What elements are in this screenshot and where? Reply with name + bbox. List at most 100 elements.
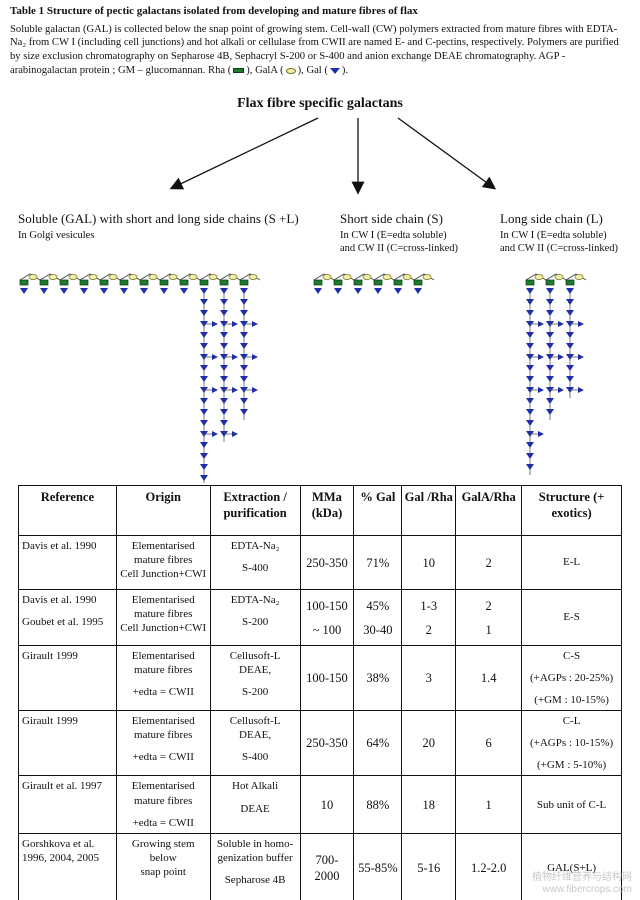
gala-oval-icon <box>382 274 392 280</box>
rha-square-icon <box>159 279 169 286</box>
gal-triangle-icon <box>546 332 554 338</box>
header-structure: Structure (+ exotics) <box>521 485 622 536</box>
cell-mma: 700-2000 <box>299 832 355 900</box>
cell-galrha: 20 <box>401 710 457 777</box>
extraction-line: Cellusoft-L <box>229 715 281 728</box>
gal-triangle-icon <box>200 288 208 294</box>
header-galarha: GalA/Rha <box>455 485 523 536</box>
gal-triangle-icon <box>232 321 238 327</box>
value: Sub unit of C-L <box>536 798 607 811</box>
extraction-line: DEAE, <box>239 664 272 677</box>
cell-gal: 45% 30-40 <box>353 589 403 646</box>
value: E-S <box>563 611 580 624</box>
cell-reference: Girault 1999 <box>18 710 117 777</box>
extraction-line: Hot Alkali <box>232 780 279 793</box>
cell-galarha: 1 <box>455 775 523 834</box>
value: 700-2000 <box>314 852 340 883</box>
gal-triangle-icon <box>80 288 88 294</box>
gal-triangle-icon <box>546 398 554 404</box>
cell-structure: C-L (+AGPs : 10-15%) (+GM : 5-10%) <box>521 710 622 777</box>
cell-mma: 100-150 <box>299 644 355 712</box>
gal-triangle-icon <box>220 420 228 426</box>
gala-oval-icon <box>402 274 412 280</box>
value: 71% <box>366 555 390 570</box>
rha-square-icon <box>139 279 149 286</box>
cell-reference: Girault 1999 <box>18 644 117 712</box>
value: 1 <box>485 797 492 812</box>
watermark-line: www.fibercrops.com <box>542 884 632 895</box>
origin-line: mature fibres <box>134 729 193 742</box>
origin-line: snap point <box>140 865 186 878</box>
gala-oval-icon <box>168 274 178 280</box>
ref-line: Davis et al. 1990 <box>22 594 97 606</box>
gal-triangle-icon <box>546 310 554 316</box>
gal-triangle-icon <box>200 420 208 426</box>
gal-triangle-icon <box>200 442 208 448</box>
cell-origin: Elementarised mature fibres Cell Junctio… <box>115 535 211 590</box>
rha-square-icon <box>79 279 89 286</box>
gal-triangle-icon <box>200 453 208 459</box>
gal-triangle-icon <box>538 354 544 360</box>
gal-triangle-icon <box>232 387 238 393</box>
cell-structure: GAL(S+L) <box>521 832 622 900</box>
ref-line: Gorshkova et al. <box>22 837 95 850</box>
gal-triangle-icon <box>100 288 108 294</box>
cell-gal: 71% <box>353 535 403 590</box>
legend-end: ). <box>341 65 349 77</box>
extraction-line: DEAE <box>240 802 270 815</box>
extraction-line: Cellusoft-L <box>229 650 281 662</box>
value: 45% <box>366 598 390 613</box>
cell-gal: 88% <box>353 775 403 834</box>
gal-triangle-icon <box>546 288 554 294</box>
gala-oval-icon <box>108 274 118 280</box>
gal-triangle-icon <box>140 288 148 294</box>
value: 2 <box>425 622 432 637</box>
caption-body: Soluble galactan (GAL) is collected belo… <box>10 23 632 79</box>
value: 88% <box>366 797 390 812</box>
gal-triangle-icon <box>200 409 208 415</box>
gal-triangle-icon <box>566 299 574 305</box>
value: E-L <box>563 556 581 569</box>
ref-line: Girault 1999 <box>22 715 78 728</box>
gal-triangle-icon <box>200 310 208 316</box>
value: (+GM : 5-10%) <box>537 759 607 772</box>
extraction-line: Soluble in homo- <box>216 837 294 850</box>
rha-square-icon <box>353 279 363 286</box>
gala-oval-icon <box>28 274 38 280</box>
origin-line: Elementarised <box>131 715 195 728</box>
legend-gala-label: ), GalA ( <box>246 65 284 77</box>
table-row: Gorshkova et al. 1996, 2004, 2005 Growin… <box>18 832 622 900</box>
table-row: Girault 1999 Elementarised mature fibres… <box>18 710 622 777</box>
table-row: Girault 1999 Elementarised mature fibres… <box>18 644 622 712</box>
gal-triangle-icon <box>538 431 544 437</box>
gala-oval-icon <box>285 67 296 74</box>
value: 2 <box>485 598 492 613</box>
cell-structure: E-S <box>521 589 622 646</box>
cell-structure: E-L <box>521 535 622 590</box>
rha-square-icon <box>565 279 575 286</box>
gal-triangle-icon <box>566 365 574 371</box>
ref-line: Girault et al. 1997 <box>22 780 103 793</box>
gal-triangle-icon <box>160 288 168 294</box>
gal-triangle-icon <box>526 398 534 404</box>
galactan-table: Reference Origin Extraction / purificati… <box>18 485 622 900</box>
cell-origin: Growing stem below snap point <box>115 832 211 900</box>
rha-square-icon <box>525 279 535 286</box>
value: 55-85% <box>358 860 398 875</box>
column-sub-long: In CW I (E=edta soluble) and CW II (C=cr… <box>500 229 618 255</box>
gal-triangle-icon <box>566 332 574 338</box>
column-sub-line: In Golgi vesicules <box>18 230 95 241</box>
extraction-line: Sepharose 4B <box>224 873 286 886</box>
rha-square-icon <box>545 279 555 286</box>
extraction-line: S-200 <box>241 616 269 629</box>
value: 64% <box>366 736 390 751</box>
value: 20 <box>422 736 436 751</box>
extraction-line: S-200 <box>241 686 269 699</box>
gala-oval-icon <box>322 274 332 280</box>
extraction-line: EDTA-Na₂ <box>230 540 280 552</box>
gala-oval-icon <box>248 274 258 280</box>
gal-triangle-icon <box>240 376 248 382</box>
gal-triangle-icon <box>200 299 208 305</box>
gal-triangle-icon <box>240 288 248 294</box>
origin-line: Cell Junction+CWI <box>120 622 207 635</box>
